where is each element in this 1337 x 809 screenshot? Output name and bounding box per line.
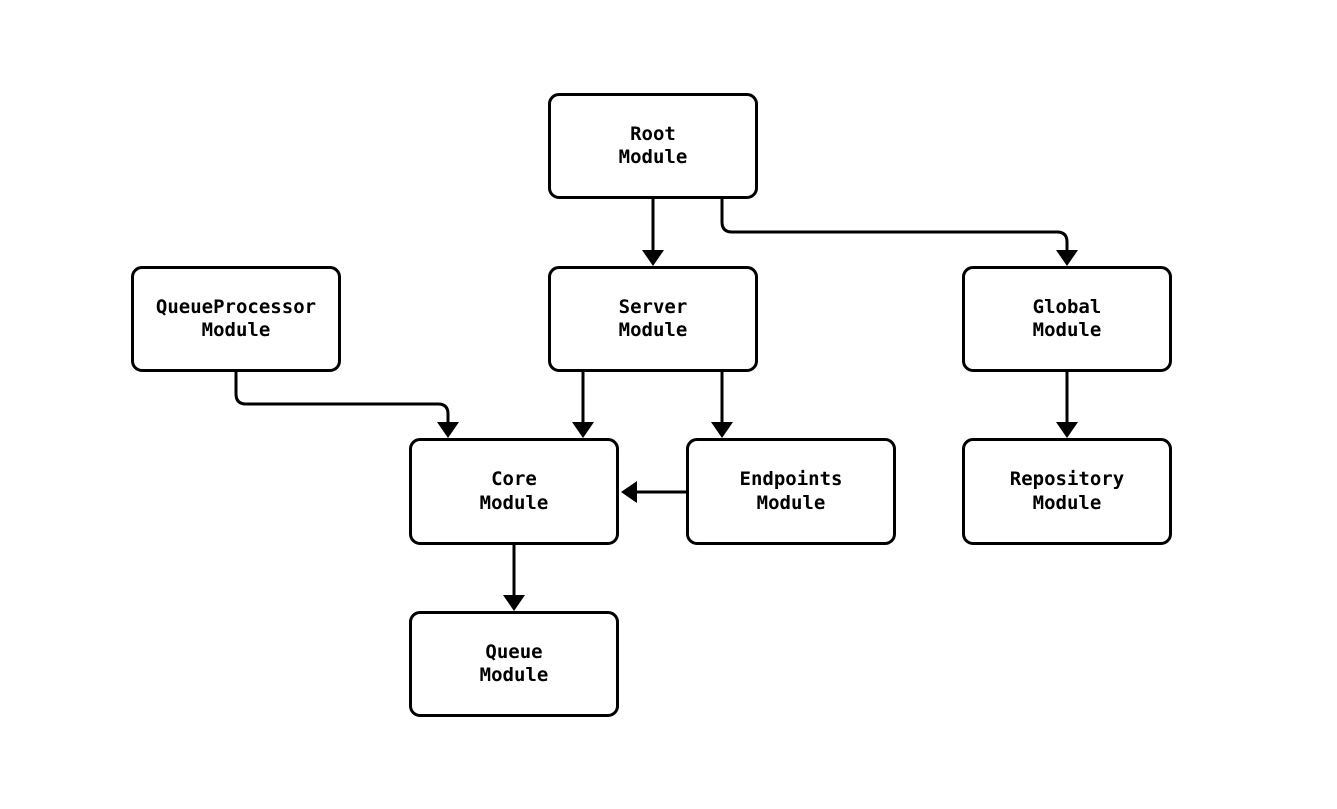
edge-server-to-endpoints xyxy=(711,372,733,438)
node-global-module: Global Module xyxy=(962,266,1172,372)
edge-server-to-core xyxy=(572,372,594,438)
node-endpoints-module: Endpoints Module xyxy=(686,438,896,545)
node-server-module: Server Module xyxy=(548,266,758,372)
node-core-module-label: Core Module xyxy=(479,468,549,514)
node-queue-module: Queue Module xyxy=(409,611,619,717)
edge-core-to-queue xyxy=(503,545,525,611)
node-root-module: Root Module xyxy=(548,93,758,199)
node-server-module-label: Server Module xyxy=(618,295,688,341)
edge-queueprocessor-to-core xyxy=(234,372,459,438)
node-queue-module-label: Queue Module xyxy=(479,640,549,686)
node-core-module: Core Module xyxy=(409,438,619,545)
node-queueprocessor-module-label: QueueProcessor Module xyxy=(155,295,317,341)
edge-global-to-repository xyxy=(1056,372,1078,438)
node-repository-module: Repository Module xyxy=(962,438,1172,545)
node-global-module-label: Global Module xyxy=(1032,295,1102,341)
node-repository-module-label: Repository Module xyxy=(1009,468,1125,514)
edge-endpoints-to-core xyxy=(621,481,686,503)
edge-root-to-global xyxy=(720,198,1078,266)
node-endpoints-module-label: Endpoints Module xyxy=(739,468,843,514)
node-root-module-label: Root Module xyxy=(618,122,688,168)
edge-root-to-server xyxy=(642,198,664,266)
node-queueprocessor-module: QueueProcessor Module xyxy=(131,266,341,372)
